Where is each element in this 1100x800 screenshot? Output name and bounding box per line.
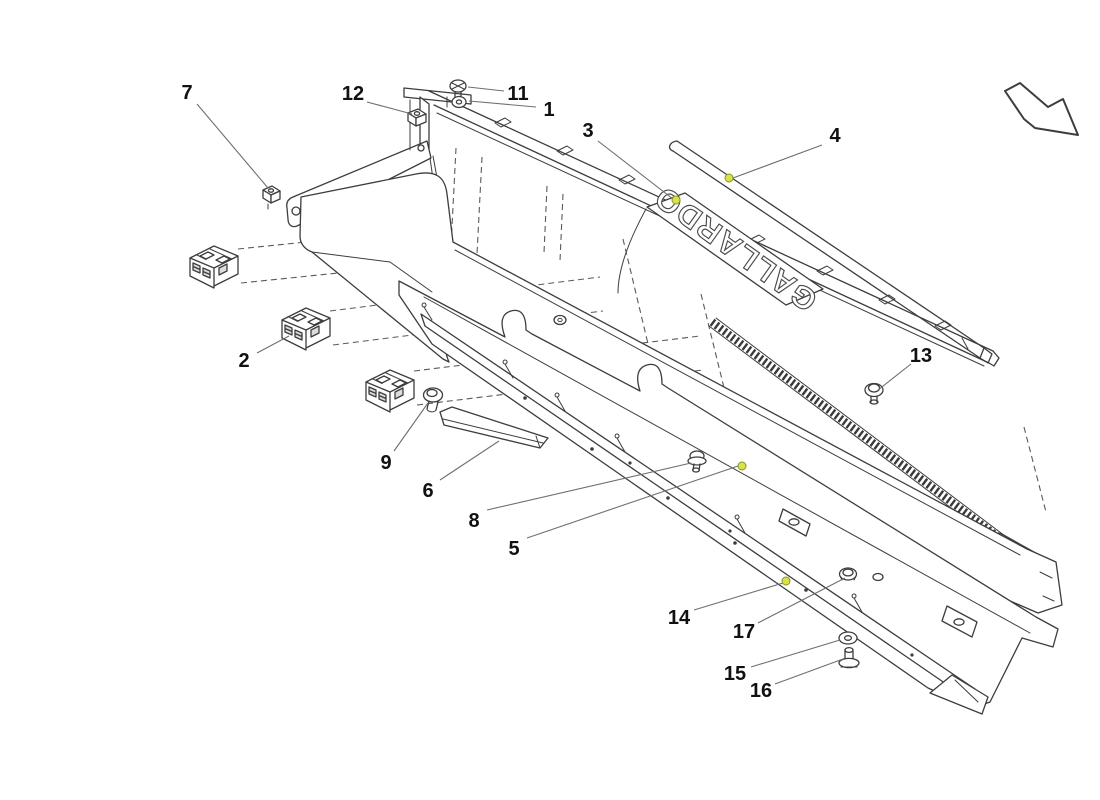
callout-label: 7 (181, 82, 193, 104)
leader-line (196, 103, 269, 189)
callout-label: 9 (380, 452, 392, 474)
callout-label: 1 (543, 99, 555, 121)
leader-line (774, 658, 844, 685)
callout-label: 11 (507, 83, 529, 105)
sill-molding (421, 303, 988, 714)
leader-line (486, 462, 692, 511)
callout-label: 5 (508, 538, 520, 560)
leader-line (467, 86, 505, 92)
direction-arrow-icon (1005, 83, 1078, 135)
washer-part1 (452, 97, 466, 108)
highlight-dot-part-5 (737, 461, 747, 471)
leader-line (439, 440, 500, 481)
screw-part9 (424, 388, 443, 412)
screw-part11 (450, 80, 466, 97)
bolt-part16 (839, 648, 859, 668)
leader-line (393, 402, 429, 452)
callout-label: 15 (723, 663, 747, 685)
leader-line (256, 335, 290, 354)
callout-label: 3 (582, 120, 594, 142)
leader-line (732, 144, 823, 179)
callout-label: 16 (749, 680, 773, 702)
leader-line (597, 140, 674, 200)
clip-nut-part12 (408, 109, 426, 126)
callout-label: 14 (667, 607, 691, 629)
callout-label: 4 (829, 125, 841, 147)
wedge-strip-part6 (440, 407, 548, 448)
washer-part15 (839, 632, 857, 644)
clip-nut-part7 (263, 186, 280, 209)
leader-line (877, 363, 912, 391)
leader-line (757, 577, 846, 624)
callout-label: 13 (909, 345, 933, 367)
callout-label: 6 (422, 480, 434, 502)
callout-label: 17 (732, 621, 756, 643)
leader-line (526, 465, 739, 539)
callout-label: 2 (238, 350, 250, 372)
highlight-dot-part-4 (724, 173, 734, 183)
leader-line (366, 101, 413, 115)
rivet-part8 (688, 451, 706, 472)
callout-label: 12 (341, 83, 365, 105)
screw-part13 (865, 384, 883, 405)
leader-line (750, 639, 841, 668)
highlight-dot-part-3 (671, 195, 681, 205)
carrier-panel (399, 281, 1058, 708)
nut-part17 (840, 568, 857, 580)
fasteners (263, 80, 883, 668)
callout-label: 8 (468, 510, 480, 532)
leader-line (468, 100, 537, 108)
leader-line (693, 582, 784, 611)
highlight-dot-part-14 (781, 576, 791, 586)
